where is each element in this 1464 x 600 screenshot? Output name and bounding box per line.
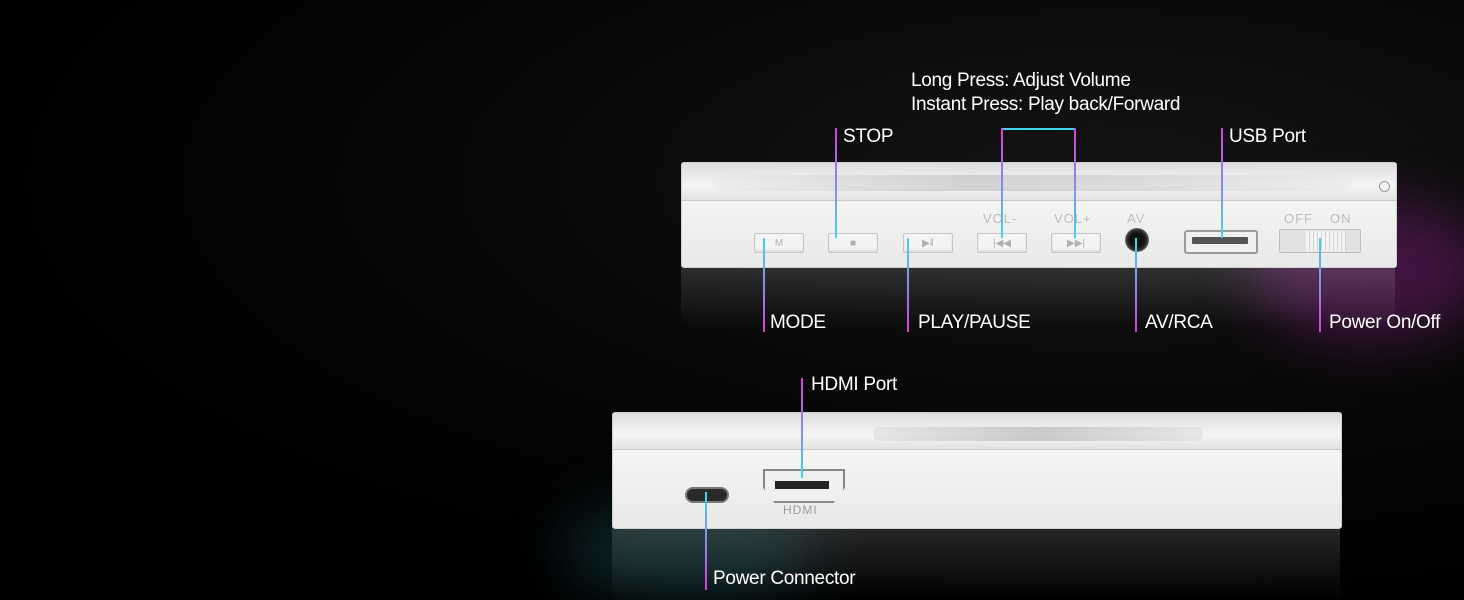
screw-hole (1379, 181, 1390, 192)
mode-label: MODE (770, 312, 826, 333)
power-switch-line (1319, 238, 1321, 332)
vol-minus-marking: VOL- (983, 211, 1017, 226)
usb-line (1221, 128, 1223, 238)
stop-line (835, 128, 837, 238)
vol-minus-line (1001, 128, 1003, 238)
power-onoff-label: Power On/Off (1329, 312, 1441, 333)
usb-port-tongue (1192, 237, 1248, 244)
av-line (1135, 238, 1137, 332)
on-marking: ON (1330, 211, 1352, 226)
volume-bracket-top (1001, 128, 1076, 130)
hdmi-marking: HDMI (783, 503, 818, 517)
front-inner-shadow (712, 175, 1352, 191)
stop-button[interactable]: ■ (828, 233, 878, 253)
play-pause-line (907, 238, 909, 332)
volume-callout-line1: Long Press: Adjust Volume (911, 70, 1131, 91)
play-pause-label: PLAY/PAUSE (918, 312, 1031, 333)
av-rca-label: AV/RCA (1145, 312, 1213, 333)
volume-callout-line2: Instant Press: Play back/Forward (911, 94, 1181, 115)
device-front-panel: M ■ ▶‖ |◀◀ ▶▶| VOL- VOL+ AV OFF ON (681, 162, 1397, 268)
off-marking: OFF (1284, 211, 1313, 226)
av-marking: AV (1127, 211, 1146, 226)
vol-plus-marking: VOL+ (1054, 211, 1092, 226)
power-connector-label: Power Connector (713, 568, 856, 589)
play-pause-button[interactable]: ▶‖ (903, 233, 953, 253)
mode-line (763, 238, 765, 332)
vol-plus-line (1074, 128, 1076, 238)
play-glyph: ▶‖ (922, 237, 934, 249)
device-side-panel: HDMI (612, 412, 1342, 529)
power-connector-line (705, 492, 707, 590)
side-inner-shadow (873, 427, 1203, 441)
av-jack[interactable] (1125, 228, 1149, 252)
power-switch-knob (1306, 231, 1346, 251)
front-reflection (681, 268, 1395, 328)
usb-c-port[interactable] (685, 487, 729, 503)
prev-glyph: |◀◀ (993, 237, 1011, 249)
mode-button[interactable]: M (754, 233, 804, 253)
next-glyph: ▶▶| (1067, 237, 1085, 249)
mode-glyph: M (774, 237, 784, 249)
hdmi-port-label: HDMI Port (811, 374, 897, 395)
hdmi-port[interactable] (763, 469, 845, 503)
hdmi-port-slot (775, 481, 829, 489)
stop-glyph: ■ (849, 237, 857, 249)
side-reflection (612, 529, 1340, 599)
stop-label: STOP (843, 126, 894, 147)
usb-port-label: USB Port (1229, 126, 1306, 147)
hdmi-line (801, 378, 803, 478)
vol-plus-button[interactable]: ▶▶| (1051, 233, 1101, 253)
